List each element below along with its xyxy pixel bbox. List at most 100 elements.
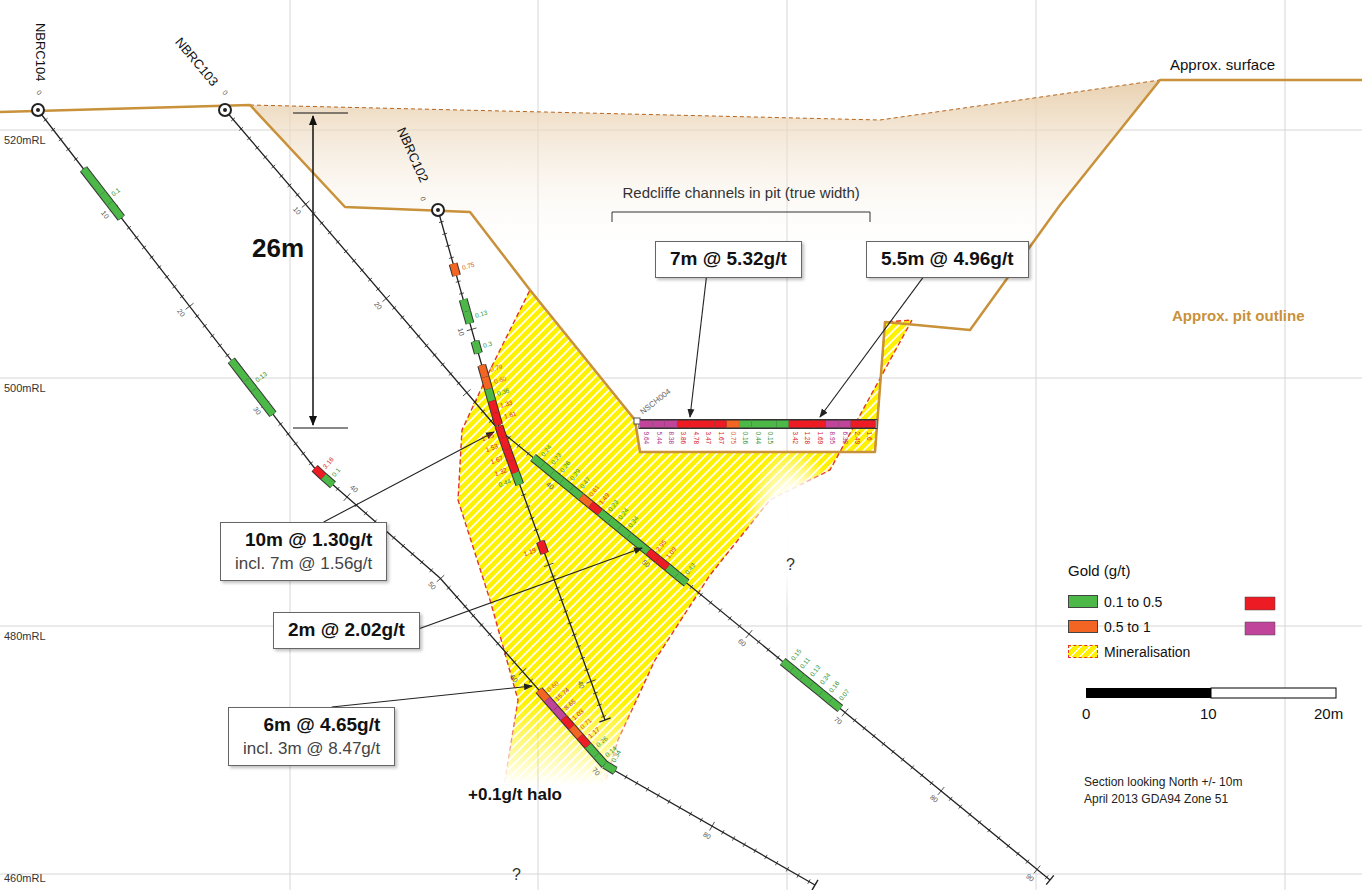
depth-tick — [368, 278, 372, 281]
assay-interval — [831, 701, 841, 709]
assay-interval — [246, 380, 254, 390]
depth-label: 10 — [100, 209, 111, 220]
depth-tick — [911, 765, 914, 769]
assay-interval — [665, 421, 677, 428]
assay-interval — [102, 193, 110, 203]
depth-tick — [754, 849, 756, 853]
depth-tick — [255, 146, 259, 149]
assay-interval — [821, 693, 831, 701]
depth-tick — [336, 487, 339, 491]
assay-value: 0.16 — [742, 431, 749, 444]
depth-tick — [757, 640, 760, 644]
section-label: ? — [786, 556, 795, 574]
depth-tick — [635, 781, 637, 785]
assay-value: 0.75 — [461, 261, 475, 271]
assay-interval — [588, 746, 596, 755]
depth-tick — [439, 221, 444, 222]
depth-tick — [1034, 866, 1040, 874]
assay-interval — [102, 193, 110, 203]
depth-tick — [392, 536, 395, 540]
assay-value: 0.75 — [729, 431, 736, 444]
depth-tick — [679, 806, 681, 810]
assay-interval — [482, 365, 485, 377]
assay-interval — [547, 699, 555, 708]
section-label: +0.1g/t halo — [468, 786, 562, 805]
depth-tick — [1016, 852, 1019, 856]
assay-interval — [503, 438, 507, 450]
depth-tick — [473, 400, 477, 403]
depth-label: 40 — [349, 483, 360, 494]
depth-tick — [320, 221, 324, 224]
depth-tick — [863, 726, 866, 730]
assay-interval — [453, 264, 456, 276]
depth-tick — [517, 444, 520, 448]
depth-tick — [530, 517, 535, 519]
assay-interval — [801, 420, 813, 429]
assay-interval — [826, 421, 838, 428]
assay-value: 0.15 — [767, 431, 774, 444]
depth-tick — [225, 354, 229, 357]
pit-outline — [0, 80, 1362, 452]
assay-interval — [572, 727, 580, 736]
depth-tick — [302, 201, 310, 208]
assay-interval — [826, 420, 838, 429]
assay-interval — [658, 559, 668, 567]
depth-tick — [433, 353, 437, 356]
leader-line — [332, 686, 532, 707]
depth-tick — [743, 842, 745, 846]
callout-box: 7m @ 5.32g/t — [655, 241, 802, 278]
assay-interval — [739, 421, 751, 428]
section-label: 520mRL — [4, 134, 46, 146]
depth-tick — [559, 599, 564, 601]
depth-tick — [296, 193, 300, 196]
assay-value: 0.13 — [254, 370, 268, 383]
assay-interval — [110, 203, 121, 218]
depth-tick — [360, 269, 364, 272]
depth-tick — [710, 822, 715, 831]
depth-tick — [459, 293, 464, 294]
assay-interval — [543, 465, 553, 473]
bracket — [612, 212, 870, 222]
callout-box: 6m @ 4.65g/tincl. 3m @ 8.47g/t — [228, 707, 395, 766]
drill-hole — [38, 110, 815, 885]
assay-interval — [564, 718, 572, 727]
assay-interval — [690, 421, 702, 428]
callout-detail: incl. 7m @ 1.56g/t — [235, 553, 372, 575]
depth-tick — [987, 828, 990, 832]
depth-tick — [447, 586, 451, 589]
depth-tick — [364, 511, 367, 515]
depth-tick — [449, 372, 453, 375]
assay-interval — [667, 567, 677, 575]
callout-intercept: 2m @ 2.02g/t — [288, 618, 405, 643]
depth-tick — [280, 174, 284, 177]
depth-tick — [288, 184, 292, 187]
depth-label: 70 — [833, 715, 844, 726]
section-label: April 2013 GDA94 Zone 51 — [1084, 793, 1228, 806]
depth-tick — [872, 734, 875, 738]
leader-line — [324, 432, 494, 522]
assay-interval — [499, 426, 503, 438]
mineralisation-zone — [458, 290, 912, 870]
section-label: 20m — [1314, 706, 1343, 723]
depth-tick — [690, 585, 693, 589]
depth-tick — [699, 593, 702, 597]
depth-tick — [417, 335, 421, 338]
depth-tick — [328, 231, 332, 234]
assay-interval — [739, 420, 751, 429]
original-surface — [250, 80, 1160, 120]
depth-label: 20 — [175, 307, 186, 318]
assay-interval — [677, 421, 689, 428]
section-label: Redcliffe channels in pit (true width) — [623, 185, 860, 202]
depth-tick — [576, 646, 581, 648]
assay-interval — [702, 420, 714, 429]
depth-tick — [481, 410, 485, 413]
section-label: Approx. pit outline — [1172, 308, 1305, 325]
depth-tick — [719, 609, 722, 613]
assay-interval — [555, 709, 563, 718]
depth-tick — [401, 544, 404, 548]
depth-tick — [150, 256, 154, 259]
depth-tick — [74, 158, 78, 161]
channel — [639, 420, 877, 429]
